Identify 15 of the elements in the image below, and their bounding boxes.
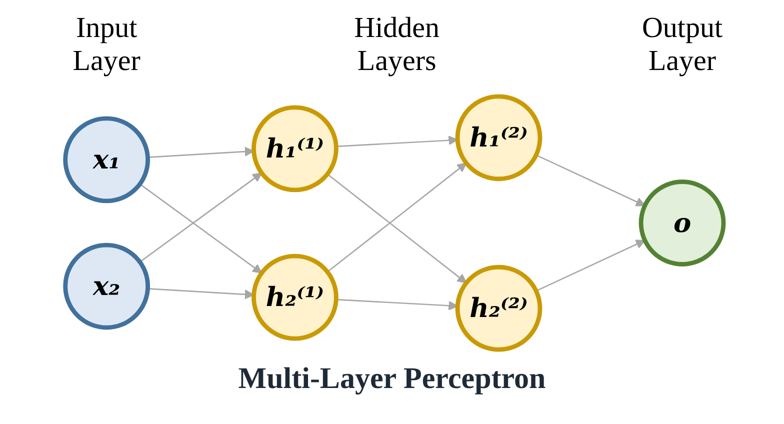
arrow (327, 174, 467, 284)
arrow (536, 240, 646, 292)
node-circle: h₂⁽²⁾ (455, 264, 542, 352)
layer-label: Input Layer (72, 12, 140, 78)
arrow (536, 154, 646, 206)
layer-label: Hidden Layers (354, 12, 440, 78)
node-circle: h₁⁽²⁾ (455, 94, 542, 182)
arrow (140, 172, 262, 262)
arrow (327, 162, 467, 272)
node-circle: o (638, 180, 726, 266)
arrow (140, 184, 262, 274)
diagram-caption: Multi-Layer Perceptron (238, 362, 546, 396)
node-circle: h₂⁽¹⁾ (252, 254, 338, 341)
node-circle: h₁⁽¹⁾ (252, 105, 338, 192)
layer-label: Output Layer (642, 12, 723, 78)
